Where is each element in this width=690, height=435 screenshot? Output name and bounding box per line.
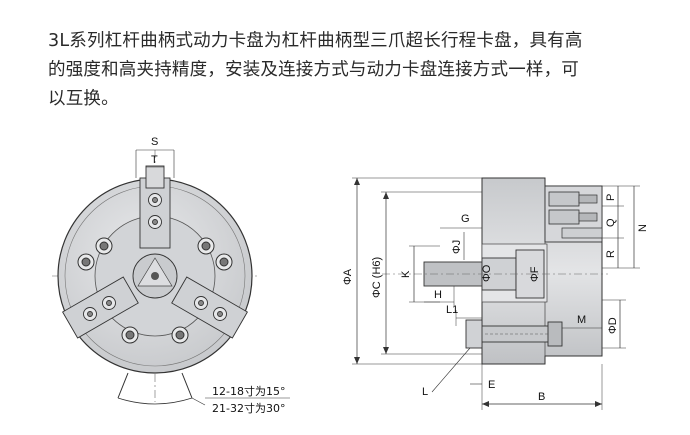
- label-phi-j: ΦJ: [451, 240, 463, 254]
- label-phi-o: ΦO: [481, 264, 493, 282]
- label-r: R: [605, 250, 617, 258]
- label-phi-f: ΦF: [529, 266, 541, 282]
- label-l-leader: [431, 347, 471, 393]
- label-phi-c: ΦC (H6): [371, 257, 383, 298]
- description-line-2: 的强度和高夹持精度，安装及连接方式与动力卡盘连接方式一样，可: [48, 60, 579, 80]
- angle-arc: [117, 397, 193, 405]
- mounting-bolts: [77, 237, 233, 344]
- label-m: M: [577, 314, 586, 326]
- description-line-1: 3L系列杠杆曲柄式动力卡盘为杠杆曲柄型三爪超长行程卡盘，具有高: [48, 31, 583, 51]
- label-b: B: [538, 391, 545, 403]
- label-phi-d: ΦD: [607, 317, 619, 334]
- angle-note-2: 21-32寸为30°: [212, 401, 285, 415]
- description-line-3: 以互换。: [48, 89, 119, 109]
- label-t: T: [151, 154, 158, 166]
- label-k: K: [400, 270, 412, 278]
- label-l: L: [422, 386, 428, 398]
- label-phi-a: ΦA: [342, 268, 354, 285]
- front-view: S T 12-18寸为15° 21-32寸为30°: [52, 136, 290, 415]
- label-e: E: [488, 379, 495, 391]
- center-point: [151, 272, 159, 280]
- jaw-bolts: [83, 193, 227, 321]
- side-view: ΦA ΦC (H6) K G ΦJ H ΦO ΦF L1 L: [342, 177, 649, 410]
- label-l1: L1: [446, 304, 458, 316]
- label-n: N: [637, 224, 649, 232]
- label-g: G: [461, 213, 470, 225]
- jaw-slot-lower-left: [62, 276, 139, 339]
- angle-leader: [191, 397, 206, 406]
- jaw-slot-lower-right: [171, 276, 248, 339]
- angle-note-1: 12-18寸为15°: [212, 384, 285, 398]
- angle-indicator-lines: [117, 372, 193, 399]
- label-p: P: [605, 194, 617, 201]
- label-h: H: [434, 289, 442, 301]
- description-paragraph: 3L系列杠杆曲柄式动力卡盘为杠杆曲柄型三爪超长行程卡盘，具有高 的强度和高夹持精…: [48, 27, 658, 114]
- label-q: Q: [605, 218, 617, 227]
- jaw-slot-top: [139, 165, 171, 249]
- label-s: S: [151, 136, 158, 148]
